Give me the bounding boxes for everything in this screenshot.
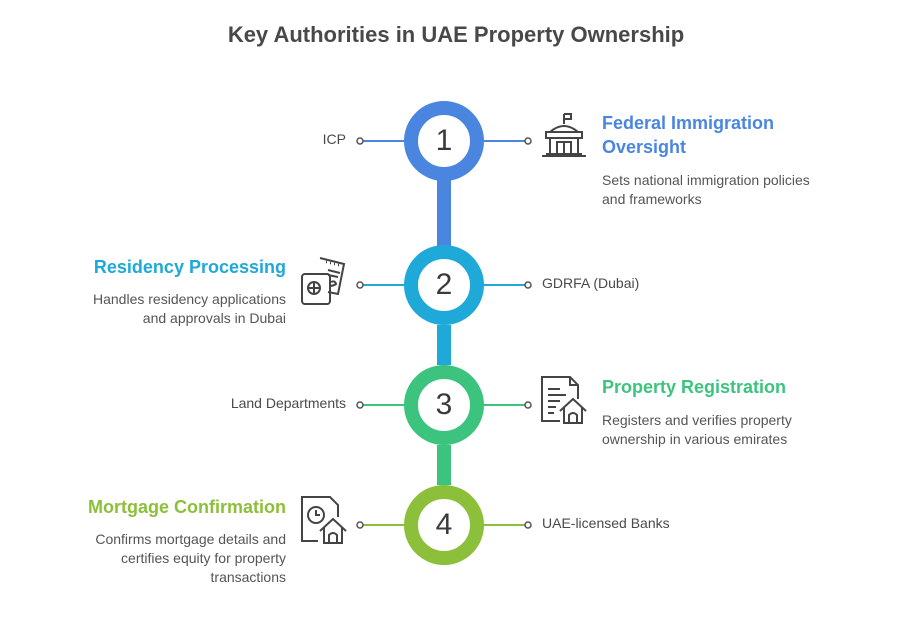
step-description-2: Handles residency applications and appro… [93, 290, 286, 328]
step-heading-2: Residency Processing [93, 257, 286, 277]
step-number-1: 1 [435, 124, 453, 157]
description-line: Registers and verifies property [602, 412, 792, 428]
heading-line: Federal Immigration [602, 113, 775, 133]
connector-dot [524, 137, 532, 145]
step-number-3: 3 [435, 388, 453, 421]
description-line: and approvals in Dubai [142, 310, 286, 326]
description-line: Confirms mortgage details and [95, 531, 286, 547]
step-circle-4 [404, 485, 484, 565]
step-heading-4: Mortgage Confirmation [88, 497, 286, 517]
step-circle-2 [404, 245, 484, 325]
connector-dot [356, 137, 364, 145]
authority-label-3: Land Departments [230, 395, 346, 411]
property-document-icon [541, 376, 587, 424]
authority-label-4: UAE-licensed Banks [542, 515, 670, 531]
step-description-3: Registers and verifies property ownershi… [602, 411, 792, 449]
spine-segment-2 [437, 325, 451, 365]
step-heading-1: Federal Immigration Oversight [602, 111, 774, 159]
step-description-4: Confirms mortgage details and certifies … [95, 530, 286, 587]
mortgage-clock-house-icon [301, 496, 347, 544]
step-description-1: Sets national immigration policies and f… [602, 171, 810, 209]
connector-dot [356, 521, 364, 529]
description-line: transactions [210, 569, 286, 585]
step-number-4: 4 [435, 508, 453, 541]
connector-dot [524, 521, 532, 529]
description-line: Sets national immigration policies [602, 172, 810, 188]
description-line: Handles residency applications [93, 291, 286, 307]
connector-dot [356, 401, 364, 409]
heading-line: Oversight [602, 137, 687, 157]
description-line: and frameworks [602, 191, 702, 207]
page-title: Key Authorities in UAE Property Ownershi… [227, 22, 685, 47]
step-circle-3 [404, 365, 484, 445]
description-line: certifies equity for property [121, 550, 286, 566]
step-heading-3: Property Registration [602, 377, 787, 397]
government-building-icon [542, 113, 586, 157]
spine-segment-1 [437, 178, 451, 246]
authority-label-2: GDRFA (Dubai) [542, 275, 640, 291]
description-line: ownership in various emirates [602, 431, 788, 447]
authority-label-1: ICP [322, 131, 346, 147]
step-number-2: 2 [435, 268, 453, 301]
connector-dot [524, 281, 532, 289]
passport-ticket-icon [301, 257, 346, 305]
step-circle-1 [404, 101, 484, 181]
connector-dot [356, 281, 364, 289]
spine-segment-3 [437, 445, 451, 485]
connector-dot [524, 401, 532, 409]
